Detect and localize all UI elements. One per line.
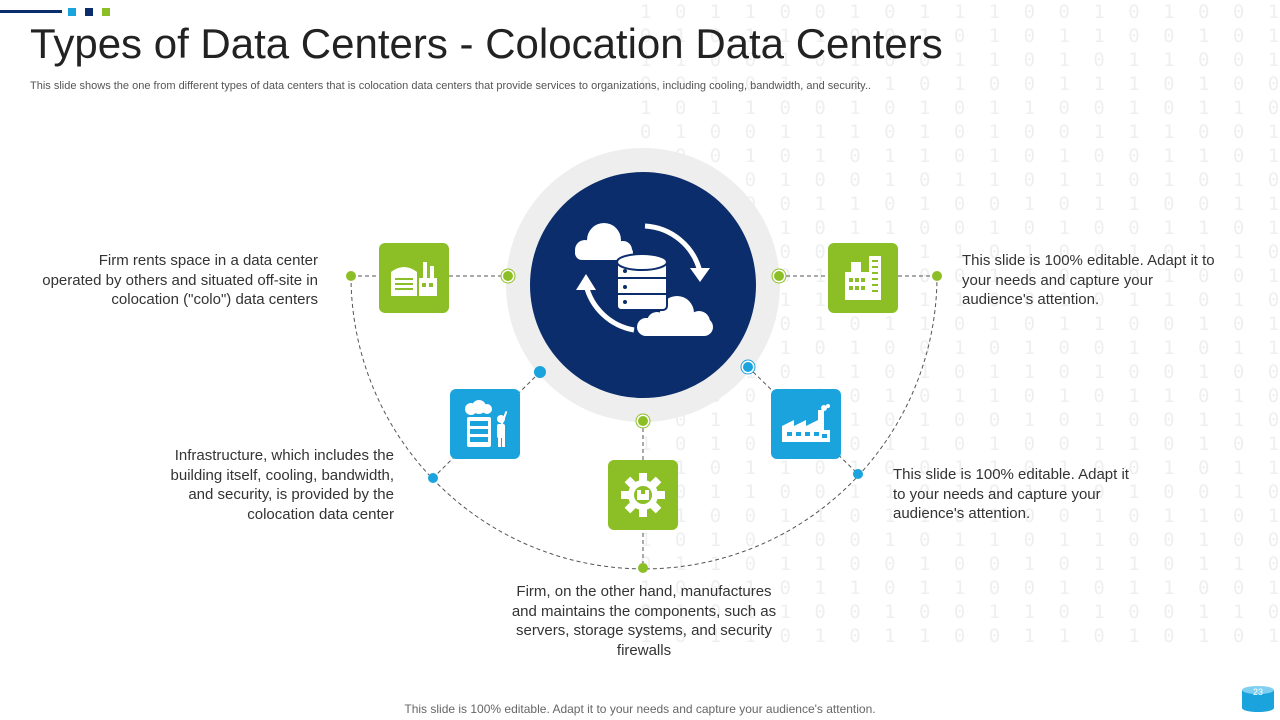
cloud-database-sync-icon	[575, 223, 713, 336]
description-item-2: Infrastructure, which includes the build…	[170, 447, 394, 523]
description-item-3: Firm, on the other hand, manufactures an…	[511, 583, 777, 659]
gear-icon	[608, 460, 678, 530]
dashed-arc	[350, 275, 938, 570]
page-number-badge: 23	[1240, 686, 1276, 712]
page-title: Types of Data Centers - Colocation Data …	[30, 20, 943, 67]
description-item-4: This slide is 100% editable. Adapt it to…	[893, 466, 1129, 522]
connector-nodes	[346, 268, 942, 573]
description-item-1: Firm rents space in a data center operat…	[42, 252, 318, 308]
factory-building-icon	[379, 243, 449, 313]
office-building-icon	[828, 243, 898, 313]
page-subtitle: This slide shows the one from different …	[30, 80, 871, 92]
accent-square-blue	[68, 8, 76, 16]
page-number: 23	[1252, 687, 1263, 697]
accent-line	[0, 10, 62, 13]
server-person-icon	[450, 389, 520, 459]
industrial-factory-icon	[771, 389, 841, 459]
description-item-5: This slide is 100% editable. Adapt it to…	[962, 252, 1215, 308]
accent-square-green	[102, 8, 110, 16]
accent-square-navy	[85, 8, 93, 16]
footer-text: This slide is 100% editable. Adapt it to…	[404, 702, 876, 716]
